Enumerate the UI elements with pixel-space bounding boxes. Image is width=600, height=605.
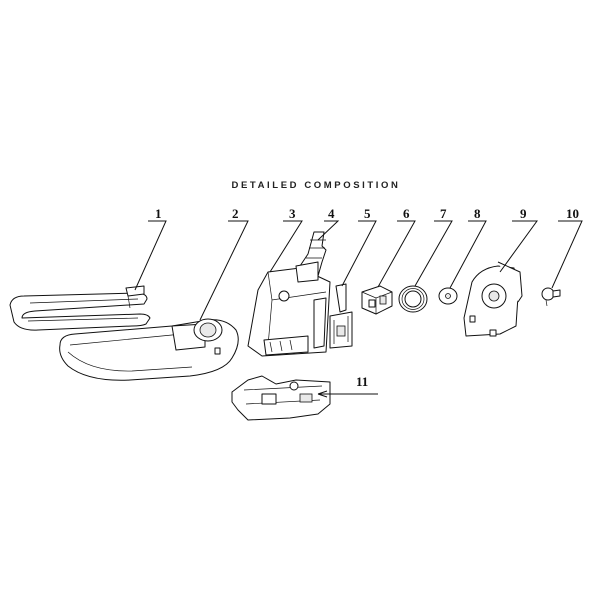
leader-line-3 bbox=[269, 220, 303, 273]
label-1: 1 bbox=[155, 206, 162, 221]
part-5-bracket bbox=[329, 283, 353, 349]
part-8-washer bbox=[438, 287, 458, 305]
leader-line-8 bbox=[449, 220, 487, 289]
leader-line-9 bbox=[499, 220, 538, 273]
label-10: 10 bbox=[566, 206, 579, 221]
label-2: 2 bbox=[232, 206, 239, 221]
part-9-mounting-plate bbox=[463, 261, 523, 337]
part-3-housing bbox=[247, 267, 331, 357]
label-6: 6 bbox=[403, 206, 410, 221]
diagram-title: DETAILED COMPOSITION bbox=[231, 180, 401, 191]
part-1-clip-plate bbox=[9, 285, 151, 331]
label-7: 7 bbox=[440, 206, 447, 221]
label-8: 8 bbox=[474, 206, 481, 221]
part-number-labels: 1 2 3 4 5 6 7 8 9 10 11 bbox=[155, 206, 579, 389]
part-11-base bbox=[231, 375, 331, 421]
label-4: 4 bbox=[328, 206, 335, 221]
part-2-handle-body bbox=[59, 318, 239, 381]
leader-lines bbox=[134, 220, 583, 398]
part-7-ring bbox=[398, 285, 428, 313]
leader-line-4 bbox=[317, 220, 340, 241]
part-6-switch-block bbox=[361, 285, 393, 315]
leader-line-2 bbox=[199, 220, 249, 321]
leader-line-5 bbox=[341, 220, 377, 287]
part-4-tube-nozzle bbox=[295, 231, 327, 283]
label-11: 11 bbox=[356, 374, 368, 389]
leader-line-11 bbox=[317, 390, 378, 398]
label-3: 3 bbox=[289, 206, 296, 221]
part-10-small-key bbox=[541, 287, 561, 307]
leader-line-10 bbox=[551, 220, 583, 289]
label-5: 5 bbox=[364, 206, 371, 221]
label-9: 9 bbox=[520, 206, 527, 221]
leader-line-6 bbox=[377, 220, 416, 288]
leader-line-1 bbox=[134, 220, 167, 291]
leader-line-7 bbox=[414, 220, 453, 287]
